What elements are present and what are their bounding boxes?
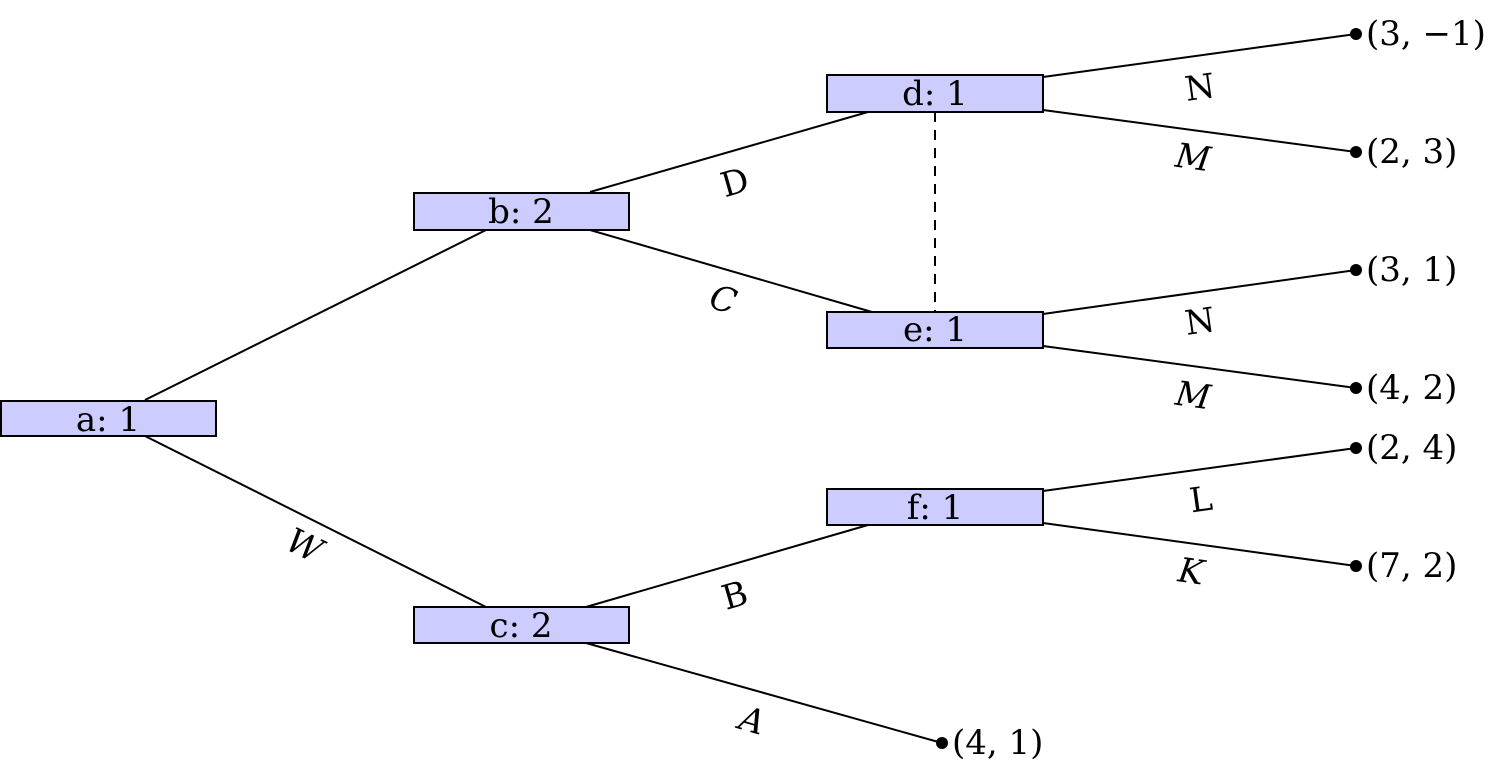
edge-c-f <box>585 524 869 608</box>
edge-f-leaf1 <box>1042 447 1357 492</box>
payoff-label: (4, 2) <box>1366 368 1457 408</box>
edge-d-leaf2 <box>1042 109 1357 153</box>
edge-label-c-f: B <box>717 573 752 618</box>
edge-a-b <box>144 229 487 401</box>
terminal-dot <box>1350 442 1362 454</box>
node-label: e: 1 <box>903 310 967 350</box>
node-b: b: 2 <box>413 192 630 232</box>
edge-e-leaf2 <box>1042 345 1357 389</box>
terminal-dot <box>1350 382 1362 394</box>
payoff-label: (7, 2) <box>1366 546 1457 586</box>
node-label: b: 2 <box>488 192 554 232</box>
edge-label-e-leaf2: M <box>1172 374 1214 419</box>
node-a: a: 1 <box>0 400 217 440</box>
terminal-dot <box>1350 146 1362 158</box>
node-box <box>826 488 1044 526</box>
terminal-dot <box>1350 560 1362 572</box>
edge-label-a-c: W <box>280 520 332 573</box>
node-box <box>826 74 1044 113</box>
node-box <box>0 400 217 437</box>
edge-e-leaf1 <box>1042 269 1357 315</box>
edge-f-leaf2 <box>1042 522 1357 567</box>
node-label: d: 1 <box>902 74 968 114</box>
edge-c-leaf <box>585 642 943 744</box>
payoff-label: (2, 4) <box>1366 428 1457 468</box>
terminal-dot <box>1350 264 1362 276</box>
edge-d-leaf1 <box>1042 33 1357 78</box>
payoff-label: (4, 1) <box>952 723 1043 763</box>
node-label: f: 1 <box>907 488 963 528</box>
node-box <box>826 311 1044 349</box>
node-label: a: 1 <box>76 400 140 440</box>
edge-label-c-leaf: A <box>732 698 770 744</box>
edge-b-e <box>589 229 873 313</box>
node-box <box>413 192 630 231</box>
node-f: f: 1 <box>826 488 1044 528</box>
payoff-label: (3, −1) <box>1366 14 1486 54</box>
payoff-label: (2, 3) <box>1366 132 1457 172</box>
terminal-dot <box>1350 28 1362 40</box>
node-box <box>413 606 630 644</box>
node-c: c: 2 <box>413 606 630 646</box>
edge-b-d <box>589 111 869 193</box>
edge-label-d-leaf2: M <box>1172 136 1214 181</box>
edge-label-b-e: C <box>705 277 741 323</box>
node-d: d: 1 <box>826 74 1044 114</box>
edge-a-c <box>144 435 487 608</box>
edge-label-d-leaf1: N <box>1182 66 1217 110</box>
edge-label-f-leaf1: L <box>1187 479 1215 522</box>
node-e: e: 1 <box>826 310 1044 350</box>
edge-label-e-leaf1: N <box>1182 300 1217 344</box>
payoff-label: (3, 1) <box>1366 250 1457 290</box>
terminal-dot <box>936 737 948 749</box>
edge-label-b-d: D <box>716 160 753 206</box>
node-label: c: 2 <box>490 606 553 646</box>
edge-label-f-leaf2: K <box>1175 550 1209 594</box>
